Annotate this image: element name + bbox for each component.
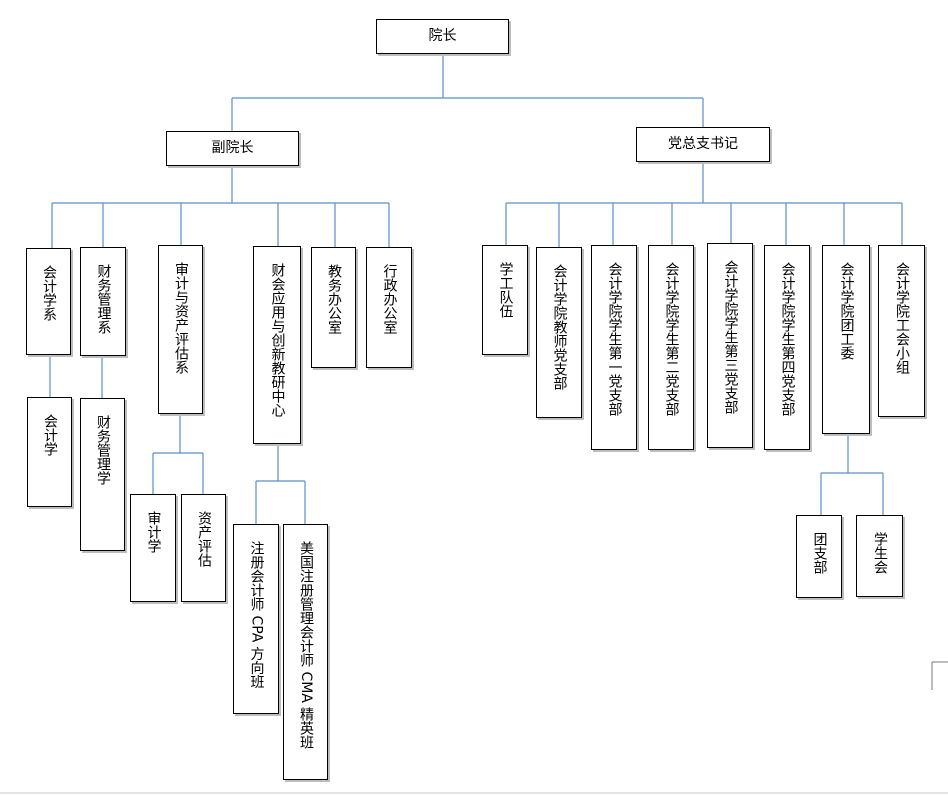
node-finance-mgmt-dept-label: 财务管理系 (95, 264, 112, 334)
node-student-affairs: 学工队伍 (482, 245, 528, 355)
node-audit-valuation-dept-label: 审计与资产评估系 (173, 262, 189, 374)
node-admin-office: 行政办公室 (366, 247, 412, 368)
node-union-group-label: 会计学院工会小组 (894, 262, 910, 374)
node-student-branch-4-label: 会计学院学生第四党支部 (779, 262, 796, 416)
node-student-branch-1-label: 会计学院学生第一党支部 (606, 262, 623, 416)
node-youth-league: 会计学院团工委 (822, 245, 870, 434)
connector-audit-dept (152, 414, 204, 494)
node-cma-class-label: 美国注册管理会计师 CMA 精英班 (298, 541, 314, 750)
node-audit-major-label: 审计学 (145, 511, 162, 553)
node-audit-major: 审计学 (130, 494, 176, 602)
node-student-branch-3: 会计学院学生第三党支部 (707, 243, 753, 448)
node-admin-office-label: 行政办公室 (381, 264, 398, 334)
node-accounting-dept-label: 会计学系 (41, 265, 57, 321)
node-accounting-major: 会计学 (27, 397, 72, 507)
node-student-union: 学生会 (856, 515, 903, 597)
node-league-branch-label: 团支部 (811, 532, 828, 574)
connector-dean (231, 54, 704, 131)
node-accounting-major-label: 会计学 (42, 414, 58, 456)
node-academic-office: 教务办公室 (311, 247, 356, 368)
node-finance-mgmt-dept: 财务管理系 (80, 247, 126, 356)
node-academic-office-label: 教务办公室 (326, 264, 342, 334)
node-youth-league-label: 会计学院团工委 (838, 262, 855, 360)
node-cpa-class-label: 注册会计师 CPA 方向班 (248, 541, 265, 689)
node-dean: 院长 (376, 19, 509, 54)
node-cpa-class: 注册会计师 CPA 方向班 (233, 524, 279, 714)
node-student-union-label: 学生会 (872, 532, 888, 574)
node-student-affairs-label: 学工队伍 (497, 262, 514, 318)
connector-innovation-center (255, 444, 306, 524)
connector-party-secretary (505, 162, 903, 247)
page-corner-mark (931, 661, 948, 690)
page-bottom-line (0, 792, 948, 794)
node-faculty-party-branch: 会计学院教师党支部 (536, 247, 582, 418)
node-cma-class: 美国注册管理会计师 CMA 精英班 (283, 524, 328, 780)
node-faculty-party-branch-label: 会计学院教师党支部 (551, 264, 568, 390)
node-union-group: 会计学院工会小组 (878, 245, 925, 417)
node-student-branch-3-label: 会计学院学生第三党支部 (722, 260, 739, 414)
node-student-branch-1: 会计学院学生第一党支部 (591, 245, 637, 450)
node-league-branch: 团支部 (796, 515, 842, 598)
node-fin-innovation-center-label: 财会应用与创新教研中心 (269, 263, 286, 417)
node-party-secretary: 党总支书记 (636, 127, 770, 162)
node-student-branch-2-label: 会计学院学生第二党支部 (663, 262, 680, 416)
node-vice-dean-label: 副院长 (211, 140, 254, 156)
connector-vice-dean (51, 166, 390, 248)
node-valuation-major-label: 资产评估 (196, 511, 212, 567)
node-dean-label: 院长 (428, 28, 457, 44)
node-vice-dean: 副院长 (166, 131, 299, 166)
node-student-branch-2: 会计学院学生第二党支部 (648, 245, 694, 450)
node-accounting-dept: 会计学系 (26, 248, 71, 355)
node-student-branch-4: 会计学院学生第四党支部 (764, 245, 810, 450)
node-valuation-major: 资产评估 (181, 494, 226, 602)
node-audit-valuation-dept: 审计与资产评估系 (158, 245, 203, 414)
node-fin-innovation-center: 财会应用与创新教研中心 (253, 246, 301, 444)
node-party-secretary-label: 党总支书记 (668, 136, 738, 152)
node-finance-mgmt-major-label: 财务管理学 (95, 415, 111, 485)
node-finance-mgmt-major: 财务管理学 (80, 398, 125, 551)
connector-youth-league (820, 434, 884, 515)
